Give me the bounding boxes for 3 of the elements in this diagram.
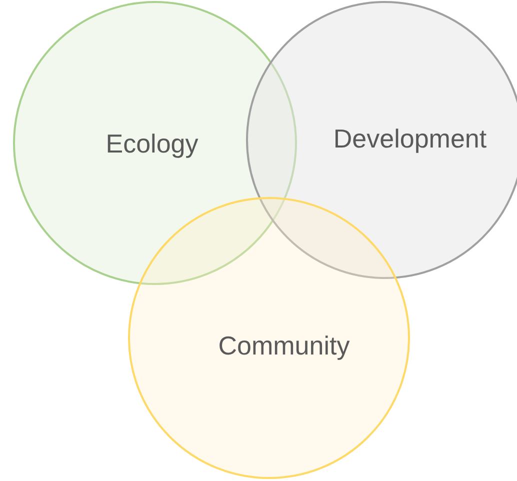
circle-label: Development [333, 124, 487, 154]
circle-label: Ecology [106, 128, 198, 160]
circle-label: Community [218, 330, 350, 362]
